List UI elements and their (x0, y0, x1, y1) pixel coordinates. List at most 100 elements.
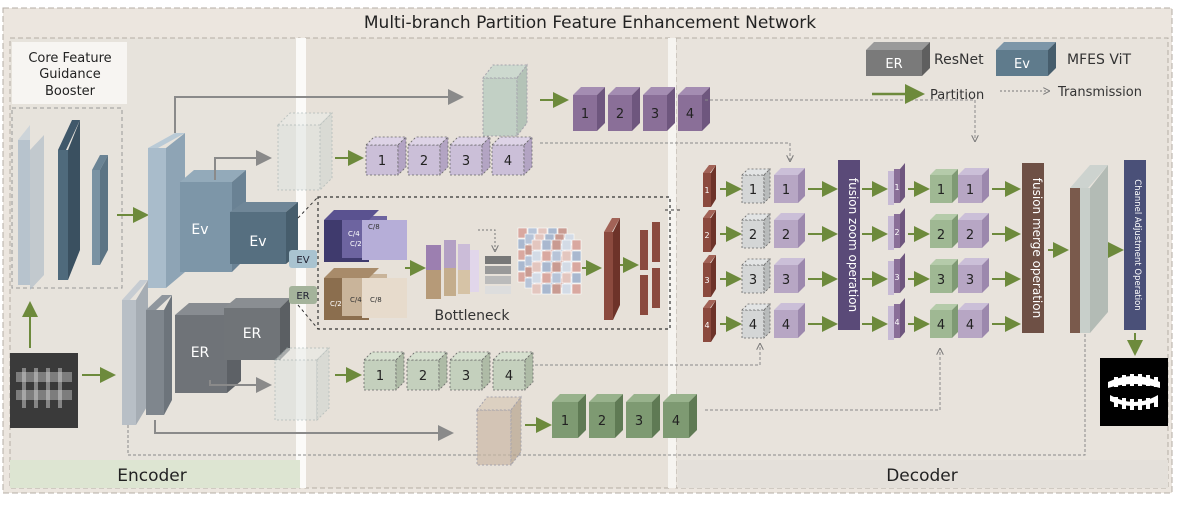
decoder-thin-slab-2: 2 (888, 208, 905, 250)
heatmap-cell (517, 227, 528, 239)
heatmap-cell (541, 283, 552, 295)
channel-adjust-op-label: Channel Adjustment Operation (1132, 179, 1142, 310)
heatmap-cell (541, 250, 552, 262)
heatmap-cell (551, 250, 562, 262)
decoder-purple2-cube-1: 1 (958, 168, 989, 203)
heatmap-cell (551, 272, 562, 284)
bottleneck-concat-blocks (426, 240, 479, 299)
channel-label-c2-er: C/2 (330, 300, 342, 308)
green-row-a-cube-3: 3 (449, 351, 491, 391)
green-row-b-cube-2-label: 2 (598, 414, 606, 429)
green-row-a-cube-4-label: 4 (505, 369, 513, 384)
arrow-ev-to-partition (214, 150, 272, 180)
bottleneck-frame (317, 196, 671, 330)
bottleneck-channel-stack-er (324, 268, 407, 320)
legend-er-label: ResNet (934, 52, 984, 68)
fusion-zoom-op-label: fusion zoom operation (846, 178, 860, 312)
legend-ev-label: MFES ViT (1067, 52, 1131, 68)
decoder-purple-cube-1: 1 (774, 168, 805, 203)
legend-ev-block-label: Ev (1014, 57, 1030, 72)
fusion-merge-op-label: fusion merge operation (1030, 178, 1044, 318)
purple-row-a-cube-2: 2 (407, 136, 449, 176)
heatmap-cell (531, 250, 542, 262)
decoder-thin-slab-label-2: 2 (894, 228, 899, 237)
arrow-skip-top (174, 89, 464, 133)
decoder-green-cube-1: 1 (930, 169, 958, 203)
purple-row-a-cube-3-label: 3 (462, 154, 470, 169)
purple-row-a-cube-2-label: 2 (420, 154, 428, 169)
decoder-gray-cube-3: 3 (741, 258, 771, 294)
decoder-purple-cube-4: 4 (774, 303, 805, 338)
decoder-thin-slab-label-3: 3 (894, 273, 899, 282)
er-block-label-2: ER (243, 326, 262, 342)
purple-row-b-cube-3: 3 (643, 87, 675, 131)
heatmap-cell (531, 261, 542, 273)
purple-row-b-cube-3-label: 3 (651, 107, 659, 122)
heatmap-cell (551, 239, 562, 251)
purple-row-a-cube-1: 1 (365, 136, 407, 176)
heatmap-cell (551, 283, 562, 295)
purple-row-a-cube-4-label: 4 (504, 154, 512, 169)
green-row-a-cube-2: 2 (406, 351, 448, 391)
arrow-er-to-partition (209, 377, 272, 393)
green-row-b-cube-3-label: 3 (635, 414, 643, 429)
decoder-brick-slab-2: 2 (703, 210, 716, 252)
heatmap-cell (571, 272, 582, 284)
decoder-purple2-cube-4: 4 (958, 303, 989, 338)
ghost-cube-bottom-far (475, 395, 523, 467)
green-row-b-cube-1-label: 1 (561, 414, 569, 429)
ev-tag-label: EV (296, 255, 309, 266)
fusion-zoom-op (838, 160, 860, 330)
heatmap-cell (561, 283, 572, 295)
bottleneck-output-slab (604, 218, 620, 320)
decoder-brick-slab-label-3: 3 (704, 276, 709, 285)
heatmap-cell (541, 239, 552, 251)
decoder-purple-cube-3-label: 3 (782, 273, 790, 288)
green-row-a-cube-1-label: 1 (376, 369, 384, 384)
decoder-brick-slab-1: 1 (703, 165, 716, 207)
decoder-output-slab (1070, 165, 1108, 333)
encoder-label: Encoder (117, 466, 187, 486)
decoder-thin-slab-3: 3 (888, 253, 905, 295)
decoder-thin-slab-1: 1 (888, 163, 905, 205)
decoder-thin-slab-label-4: 4 (894, 318, 899, 327)
green-row-b-cube-3: 3 (626, 394, 660, 438)
channel-label-c8-er: C/8 (370, 296, 382, 304)
decoder-purple2-cube-3: 3 (958, 258, 989, 293)
transmission-green-mid (535, 345, 760, 366)
heatmap-cell (561, 250, 572, 262)
decoder-green-cube-2-label: 2 (937, 228, 945, 243)
diagram-title: Multi-branch Partition Feature Enhanceme… (364, 13, 816, 33)
decoder-purple-cube-3: 3 (774, 258, 805, 293)
bottleneck-heatmap (517, 227, 582, 295)
er-tag (289, 286, 317, 304)
ghost-cube-top-mid (276, 111, 334, 192)
purple-row-b-cube-2: 2 (608, 87, 640, 131)
decoder-purple2-cube-4-label: 4 (966, 318, 974, 333)
decoder-green-cube-3-label: 3 (937, 273, 945, 288)
decoder-brick-slab-3: 3 (703, 255, 716, 297)
decoder-thin-slab-4: 4 (888, 298, 905, 340)
ghost-cube-bottom-mid (273, 346, 331, 422)
decoder-gray-cube-3-label: 3 (749, 273, 757, 288)
decoder-brick-slab-label-1: 1 (704, 186, 709, 195)
er-block-label-1: ER (191, 345, 210, 361)
decoder-purple-cube-1-label: 1 (782, 183, 790, 198)
decoder-brick-slab-label-2: 2 (704, 231, 709, 240)
decoder-brick-slab-label-4: 4 (704, 321, 709, 330)
heatmap-cell (551, 261, 562, 273)
decoder-brick-slab-4: 4 (703, 300, 716, 342)
purple-row-b-cube-4-label: 4 (686, 107, 694, 122)
purple-row-a-cube-4: 4 (491, 136, 533, 176)
green-row-a-cube-1: 1 (363, 351, 405, 391)
decoder-green-cube-1-label: 1 (937, 183, 945, 198)
heatmap-cell (571, 261, 582, 273)
heatmap-cell (571, 250, 582, 262)
decoder-gray-cube-1-label: 1 (749, 183, 757, 198)
legend-ev-swatch (996, 50, 1048, 76)
xray-teeth-pattern (16, 368, 72, 408)
bottleneck-channel-stack-ev (324, 210, 407, 262)
heatmap-cell (571, 283, 582, 295)
